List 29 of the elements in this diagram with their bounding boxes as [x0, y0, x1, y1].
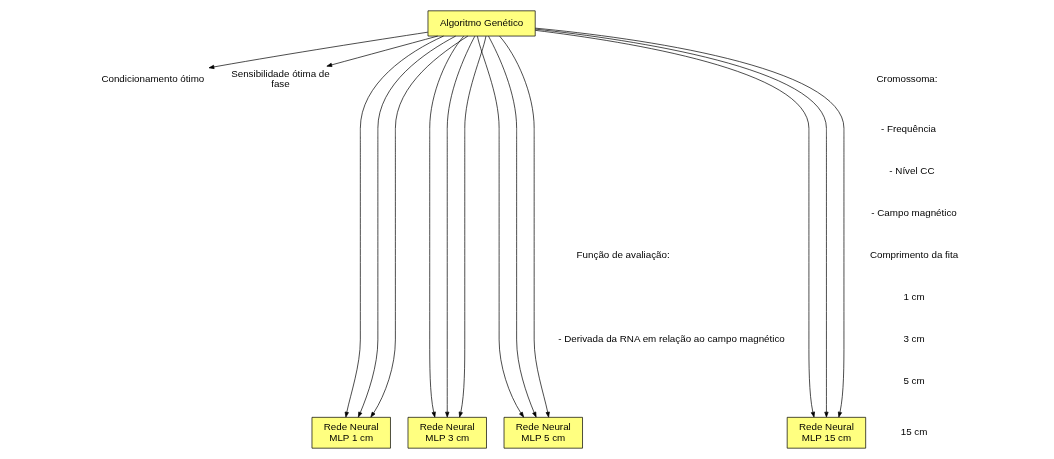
arrow: [357, 35, 456, 418]
node-text: Condicionamento ótimo: [100, 73, 204, 85]
arrow: [458, 35, 486, 418]
node-box: Rede Neural MLP 1 cm: [311, 417, 391, 449]
label: 15 cm: [900, 426, 927, 438]
label: - Frequência: [880, 122, 936, 134]
label: Cromossoma:: [876, 73, 938, 85]
node-box: Rede Neural MLP 3 cm: [407, 417, 487, 449]
label: - Derivada da RNA em relação ao campo magnético: [557, 332, 785, 344]
node-text: Sensibilidade ótima de fase: [230, 67, 330, 90]
arrow: [487, 35, 536, 418]
label: Função de avaliação:: [576, 248, 670, 260]
label: - Nível CC: [888, 164, 935, 176]
arrow: [344, 35, 444, 418]
node-box: Algoritmo Genético: [427, 10, 536, 37]
node-box: Rede Neural MLP 5 cm: [503, 417, 583, 449]
arrow: [370, 35, 468, 418]
label: 1 cm: [902, 290, 925, 302]
arrow: [208, 31, 428, 69]
label: - Campo magnético: [870, 206, 957, 218]
label: 3 cm: [902, 332, 925, 344]
arrow: [498, 35, 550, 418]
node-box: Rede Neural MLP 15 cm: [786, 417, 866, 449]
label: Comprimento da fita: [869, 248, 958, 260]
arrow: [326, 35, 438, 67]
label: 5 cm: [902, 374, 925, 386]
arrow: [444, 35, 475, 418]
arrow: [428, 35, 464, 418]
arrow: [476, 35, 524, 418]
